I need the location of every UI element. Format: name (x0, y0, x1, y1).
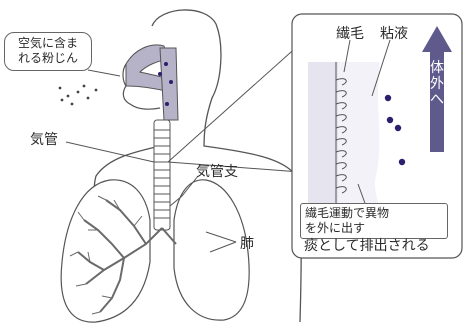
ciliary-movement-note: 繊毛運動で異物 を外に出す (300, 203, 448, 239)
out-of-body-label: 体外へ (427, 60, 447, 108)
airborne-dust-callout: 空気に含ま れる粉じん (4, 32, 92, 71)
right-lung (174, 180, 249, 320)
lung-label: 肺 (240, 236, 254, 252)
cilia-label: 繊毛 (336, 26, 364, 42)
airborne-dust-label-line1: 空気に含ま (5, 36, 91, 51)
dust-particles (59, 85, 98, 106)
trachea (154, 120, 170, 230)
ciliary-movement-line1: 繊毛運動で異物 (305, 206, 443, 221)
trachea-label: 気管 (30, 132, 58, 148)
throat (160, 48, 178, 120)
airborne-dust-label-line2: れる粉じん (5, 51, 91, 66)
mucus-label: 粘液 (380, 26, 408, 42)
expelled-as-phlegm-label: 痰として排出される (304, 238, 430, 254)
bronchus-label: 気管支 (196, 164, 238, 180)
airway-wall (308, 62, 338, 210)
ciliary-movement-line2: を外に出す (305, 221, 443, 236)
